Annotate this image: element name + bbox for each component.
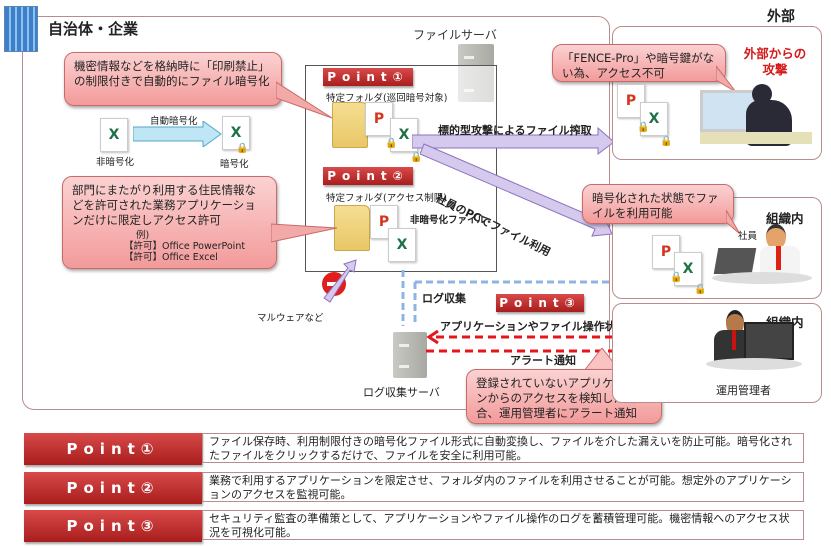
lock-icon: 🔒 xyxy=(694,284,707,295)
auto-encrypt-arrow-label: 自動暗号化 xyxy=(150,116,198,127)
employee-label: 社員 xyxy=(738,231,758,242)
callout-auto-encrypt: 機密情報などを格納時に「印刷禁止」の制限付きで自動的にファイル暗号化 xyxy=(64,52,282,106)
folder-icon xyxy=(332,102,368,148)
lock-icon: 🔒 xyxy=(410,152,423,163)
excel-plain-file-icon: X xyxy=(100,118,128,152)
external-title: 外部 xyxy=(767,9,795,25)
point-row: Point① ファイル保存時、利用制限付きの暗号化ファイル形式に自動変換し、ファ… xyxy=(24,433,804,465)
lock-icon: 🔒 xyxy=(670,272,683,283)
lock-icon: 🔒 xyxy=(236,143,249,154)
callout-external-no-access: 「FENCE-Pro」や暗号鍵がない為、アクセス不可 xyxy=(552,44,726,82)
malware-label: マルウェアなど xyxy=(257,313,324,324)
admin-icon xyxy=(706,308,810,374)
malware-arrow xyxy=(323,259,357,303)
callout-tail xyxy=(716,65,737,93)
alert-notify-label: アラート通知 xyxy=(510,354,576,367)
unencrypted-file-label: 非暗号化ファイル xyxy=(410,215,487,226)
log-collection-label: ログ収集 xyxy=(422,292,466,305)
admin-label: 運用管理者 xyxy=(716,384,771,397)
callout-tail xyxy=(276,81,333,119)
folder1-label: 特定フォルダ(巡回暗号対象) xyxy=(326,93,448,104)
example-header: 例) xyxy=(136,230,150,241)
point-badge: Point① xyxy=(24,433,202,465)
log-server-label: ログ収集サーバ xyxy=(363,386,440,399)
point2-badge: Point② xyxy=(323,167,413,185)
point-badge: Point③ xyxy=(24,510,202,542)
callout-tail xyxy=(726,210,741,235)
log-collection-lines xyxy=(401,270,631,326)
folder-icon xyxy=(334,205,370,251)
attacker-icon xyxy=(700,82,812,152)
example-item: 【許可】Office PowerPoint xyxy=(124,241,246,252)
app-check-label: アプリケーションやファイル操作状況の確認 xyxy=(440,320,660,333)
lock-icon: 🔒 xyxy=(660,136,673,147)
callout-access-limit: 部門にまたがり利用する住民情報などを許可された業務アプリケーションだけに限定しア… xyxy=(62,176,277,269)
auto-encrypt-arrow xyxy=(133,121,222,147)
excel-file-icon: X xyxy=(674,252,702,286)
point-description: セキュリティ監査の準備策として、アプリケーションやファイル操作のログを蓄積管理可… xyxy=(202,510,804,540)
excel-file-icon: X xyxy=(640,102,668,136)
lock-icon: 🔒 xyxy=(637,122,650,133)
powerpoint-file-icon: P xyxy=(365,102,393,136)
excel-file-icon: X xyxy=(388,228,416,262)
before-encrypt-label: 非暗号化 xyxy=(96,157,135,168)
log-server-icon xyxy=(393,332,427,378)
after-encrypt-label: 暗号化 xyxy=(220,159,249,170)
callout-access-limit-text: 部門にまたがり利用する住民情報などを許可された業務アプリケーションだけに限定しア… xyxy=(72,183,256,227)
point-row: Point③ セキュリティ監査の準備策として、アプリケーションやファイル操作のロ… xyxy=(24,510,804,542)
excel-encrypted-file-icon: X xyxy=(222,116,250,150)
org-inside-label: 組織内 xyxy=(766,211,804,226)
callout-employee-use: 暗号化された状態でファイルを利用可能 xyxy=(582,184,734,224)
callout-tail xyxy=(271,223,338,243)
example-item: 【許可】Office Excel xyxy=(124,252,218,263)
file-server-label: ファイルサーバ xyxy=(413,28,497,42)
targeted-attack-label: 標的型攻撃によるファイル搾取 xyxy=(438,124,592,137)
point3-badge: Point③ xyxy=(496,294,584,312)
org-title: 自治体・企業 xyxy=(48,20,139,38)
point-row: Point② 業務で利用するアプリケーションを限定させ、フォルダ内のファイルを利… xyxy=(24,472,804,504)
building-icon xyxy=(4,6,38,52)
lock-icon: 🔒 xyxy=(385,138,398,149)
external-attack-label: 外部からの攻撃 xyxy=(743,46,807,77)
point-description: 業務で利用するアプリケーションを限定させ、フォルダ内のファイルを利用させることが… xyxy=(202,472,804,502)
targeted-attack-arrow xyxy=(412,126,615,155)
point-description: ファイル保存時、利用制限付きの暗号化ファイル形式に自動変換し、ファイルを介した漏… xyxy=(202,433,804,463)
folder2-label: 特定フォルダ(アクセス制限) xyxy=(326,193,447,204)
point-badge: Point② xyxy=(24,472,202,504)
employee-icon xyxy=(712,222,816,288)
point1-badge: Point① xyxy=(323,68,413,86)
